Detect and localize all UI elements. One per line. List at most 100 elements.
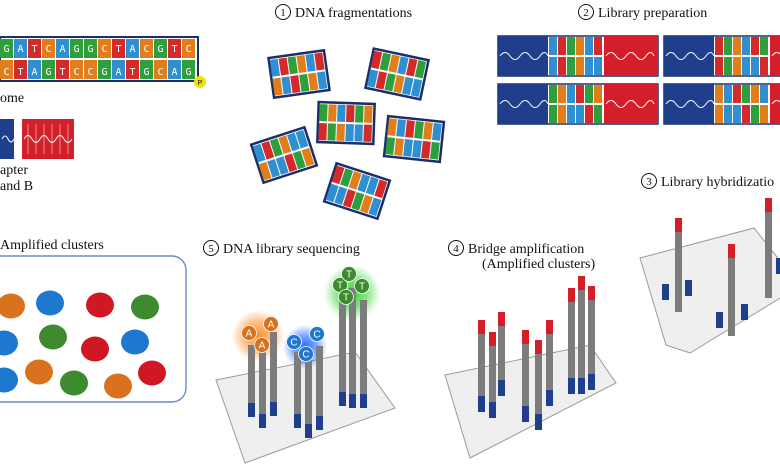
genome-letter: G xyxy=(46,67,52,78)
genome-base xyxy=(126,39,139,58)
step4-label-line2: (Amplified clusters) xyxy=(482,257,596,272)
dna-strand xyxy=(270,332,277,416)
library-construct xyxy=(663,83,780,125)
cluster-dot xyxy=(36,290,64,316)
adapter-label-line2: and B xyxy=(0,179,34,194)
cluster-dot xyxy=(0,330,18,356)
cluster-dot xyxy=(138,360,166,386)
genome-letter: G xyxy=(102,67,108,78)
genome-letter: C xyxy=(102,44,108,55)
adapter-a xyxy=(0,119,15,159)
dna-strand xyxy=(489,332,496,418)
library-construct xyxy=(663,35,780,77)
amplified-clusters-label: Amplified clusters xyxy=(0,238,104,253)
step2-number: 2 xyxy=(578,4,594,20)
genome-letter: T xyxy=(130,67,136,78)
dna-strand xyxy=(498,312,505,396)
sequencing-base-letter: A xyxy=(246,329,253,340)
phosphate-marker xyxy=(194,76,206,88)
sequencing-base-t xyxy=(354,278,370,294)
step5-label: DNA library sequencing xyxy=(223,242,360,257)
anchor-oligo xyxy=(776,258,780,274)
dna-fragment xyxy=(249,125,319,185)
cluster-dot xyxy=(0,367,18,393)
genome-letter: G xyxy=(158,44,164,55)
genome-base xyxy=(84,60,97,79)
genome-base xyxy=(42,39,55,58)
library-construct xyxy=(497,83,659,125)
sequencing-base-a xyxy=(254,337,270,353)
flow-cell-bridge xyxy=(444,276,617,459)
library-constructs xyxy=(497,35,780,125)
dna-strand xyxy=(294,352,301,428)
cluster-dot xyxy=(86,292,114,318)
dna-strand xyxy=(728,244,735,336)
step3-number: 3 xyxy=(641,173,657,189)
genome-base xyxy=(98,60,111,79)
dna-strand xyxy=(546,320,553,406)
dna-strand xyxy=(578,276,585,394)
dna-fragment xyxy=(322,161,392,221)
dna-strand xyxy=(349,288,356,408)
genome-base xyxy=(140,39,153,58)
dna-fragment xyxy=(363,47,431,101)
sequencing-base-t xyxy=(341,266,357,282)
genome-base xyxy=(42,60,55,79)
genome-base xyxy=(182,60,195,79)
genome-base xyxy=(182,39,195,58)
genome-base xyxy=(70,39,83,58)
dna-strand xyxy=(360,300,367,408)
flow-cell-hybridization xyxy=(639,198,780,354)
step4-number: 4 xyxy=(448,240,464,256)
step1-label: DNA fragmentations xyxy=(295,6,413,21)
dna-fragment xyxy=(267,48,331,100)
cluster-dot xyxy=(60,370,88,396)
genome-letter: T xyxy=(32,44,38,55)
dna-strand xyxy=(316,346,323,430)
genome-letter: G xyxy=(74,44,80,55)
genome-letter: C xyxy=(144,44,150,55)
genome-base xyxy=(84,39,97,58)
genome-letter: T xyxy=(18,67,24,78)
amplified-clusters-panel xyxy=(0,255,187,403)
dna-strand xyxy=(522,330,529,422)
genome-base xyxy=(14,60,27,79)
genome-letter: G xyxy=(4,44,10,55)
dna-fragments xyxy=(249,47,446,221)
cluster-dot xyxy=(104,373,132,399)
genome-letter: T xyxy=(116,44,122,55)
genome-letter: G xyxy=(144,67,150,78)
adapter-label-line1: apter xyxy=(0,163,28,178)
anchor-oligo xyxy=(741,304,748,320)
sequencing-base-letter: T xyxy=(346,270,352,281)
genome-letter: A xyxy=(116,67,122,78)
genome-base xyxy=(126,60,139,79)
genome-letter: T xyxy=(60,67,66,78)
sequencing-base-letter: T xyxy=(359,282,365,293)
sequencing-base-letter: A xyxy=(268,320,275,331)
dna-strand xyxy=(588,286,595,390)
genome-letter: G xyxy=(88,44,94,55)
cluster-dot xyxy=(131,294,159,320)
dna-strand xyxy=(675,218,682,312)
sequencing-base-letter: C xyxy=(313,330,320,341)
sequencing-base-letter: C xyxy=(302,350,309,361)
genome-base xyxy=(112,39,125,58)
genome-letter: A xyxy=(172,67,178,78)
genome-base xyxy=(112,60,125,79)
library-construct xyxy=(497,35,659,77)
anchor-oligo xyxy=(685,280,692,296)
anchor-oligo xyxy=(662,284,669,300)
sequencing-base-c xyxy=(309,326,325,342)
sequencing-base-letter: T xyxy=(337,281,343,292)
genome-base xyxy=(56,39,69,58)
cluster-dot xyxy=(25,359,53,385)
